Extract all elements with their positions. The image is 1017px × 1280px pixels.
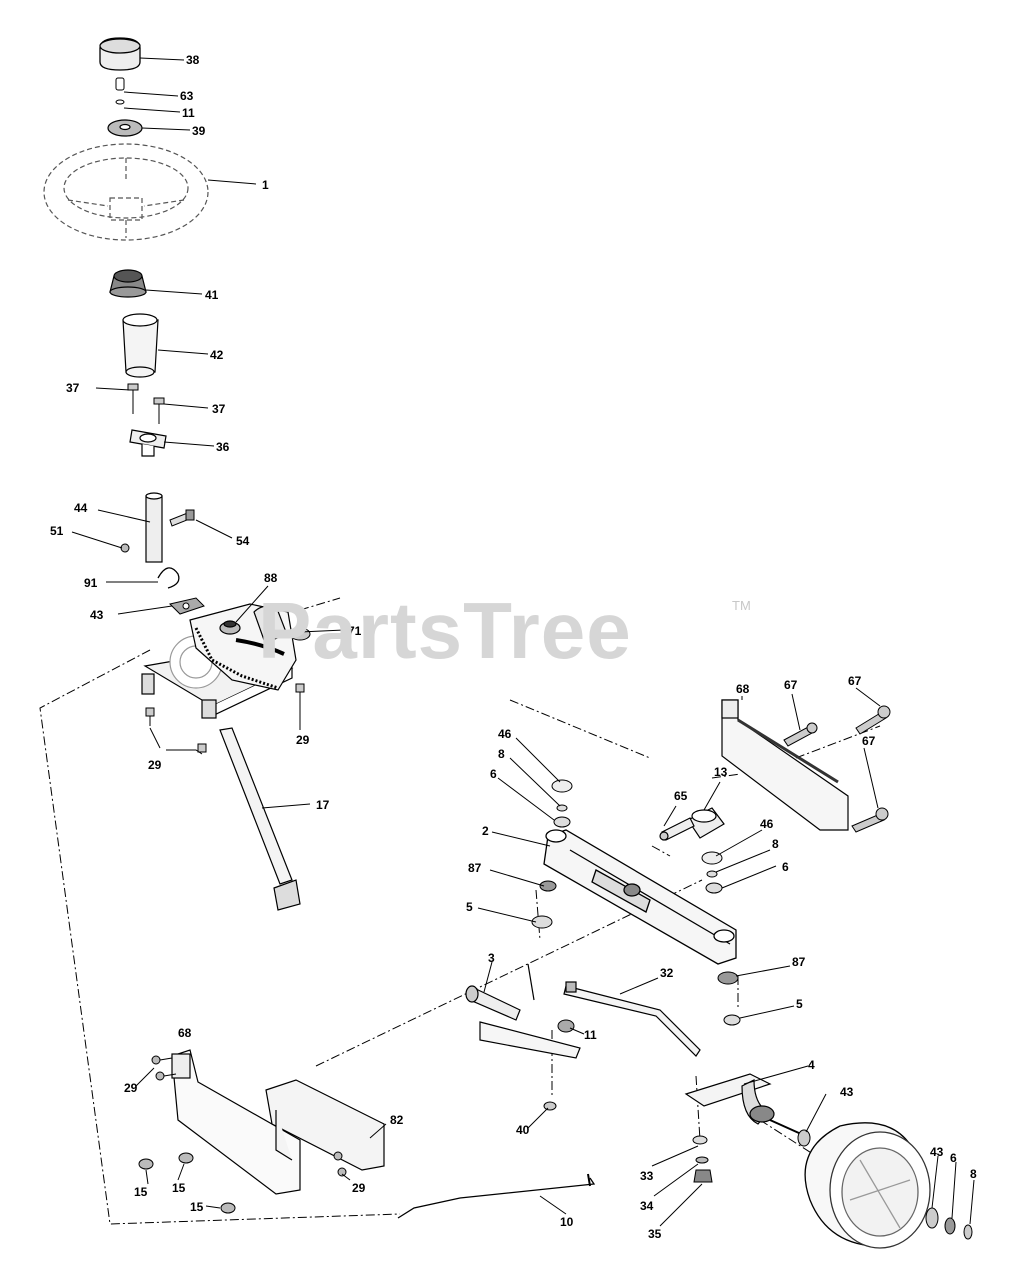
callout-67[interactable]: 67 [848,674,862,688]
spindle-4-hardware[interactable] [692,1135,713,1183]
front-axle-2[interactable] [543,829,737,965]
callout-6[interactable]: 6 [490,767,497,781]
steering-hub-bushing[interactable] [109,269,147,298]
bolts-67[interactable] [783,705,891,833]
callout-40[interactable]: 40 [516,1123,530,1137]
callout-43[interactable]: 43 [930,1145,944,1159]
callout-65[interactable]: 65 [674,789,688,803]
callout-6[interactable]: 6 [782,860,789,874]
washer-43-upper[interactable] [169,597,205,615]
callout-29[interactable]: 29 [124,1081,138,1095]
callout-46[interactable]: 46 [760,817,774,831]
callout-38[interactable]: 38 [186,53,200,67]
spring-pin[interactable] [115,77,125,105]
bolt-40[interactable] [543,1101,557,1111]
callout-33[interactable]: 33 [640,1169,654,1183]
callout-10[interactable]: 10 [560,1215,574,1229]
callout-67[interactable]: 67 [784,678,798,692]
callout-4[interactable]: 4 [808,1058,815,1072]
steering-bracket-82[interactable] [265,1079,385,1171]
callout-11[interactable]: 11 [182,106,195,120]
callout-36[interactable]: 36 [216,440,230,454]
steering-column-sleeve[interactable] [122,313,159,378]
callout-29[interactable]: 29 [148,758,162,772]
callout-29[interactable]: 29 [352,1181,366,1195]
trademark-mark: TM [732,598,751,613]
callout-37[interactable]: 37 [66,381,80,395]
callout-5[interactable]: 5 [466,900,473,914]
callout-2[interactable]: 2 [482,824,489,838]
callout-42[interactable]: 42 [210,348,224,362]
callout-35[interactable]: 35 [648,1227,662,1241]
steering-adapter-washer[interactable] [107,119,143,137]
clip-91[interactable] [157,567,180,589]
axle-hardware[interactable] [531,779,741,1026]
leader-lines [71,57,975,1227]
callout-46[interactable]: 46 [498,727,512,741]
spacer-88[interactable] [219,620,241,635]
callout-91[interactable]: 91 [84,576,98,590]
wheel-hardware[interactable] [797,1129,973,1240]
bolt-54[interactable] [169,509,195,527]
spindle-4[interactable] [684,1073,811,1139]
pivot-bar-13[interactable] [687,807,725,839]
callout-68[interactable]: 68 [178,1026,192,1040]
callout-87[interactable]: 87 [468,861,482,875]
callout-17[interactable]: 17 [316,798,330,812]
callout-63[interactable]: 63 [180,89,194,103]
spindle-3[interactable] [465,963,581,1059]
callout-37[interactable]: 37 [212,402,226,416]
callout-29[interactable]: 29 [296,733,310,747]
callout-54[interactable]: 54 [236,534,250,548]
callout-44[interactable]: 44 [74,501,88,515]
steering-wheel[interactable] [43,143,209,241]
callout-11[interactable]: 11 [584,1028,597,1042]
callout-87[interactable]: 87 [792,955,806,969]
callout-6[interactable]: 6 [950,1151,957,1165]
callout-82[interactable]: 82 [390,1113,404,1127]
drag-link-10[interactable] [397,1173,596,1219]
front-tire[interactable] [804,1122,931,1249]
clip-11[interactable] [557,1019,575,1033]
lower-bracket-hardware[interactable] [138,1055,347,1214]
callout-8[interactable]: 8 [970,1167,977,1181]
callout-68[interactable]: 68 [736,682,750,696]
callout-3[interactable]: 3 [488,951,495,965]
nut-51[interactable] [120,543,130,553]
callout-8[interactable]: 8 [772,837,779,851]
steering-shaft-44[interactable] [145,492,163,563]
callout-88[interactable]: 88 [264,571,278,585]
callout-41[interactable]: 41 [205,288,219,302]
callout-43[interactable]: 43 [90,608,104,622]
callout-labels: 38 63 11 39 1 41 42 37 37 36 44 51 54 91… [50,53,977,1241]
callout-34[interactable]: 34 [640,1199,654,1213]
bushing-71[interactable] [289,627,311,641]
bolts-37[interactable] [127,383,165,424]
column-bracket-36[interactable] [129,429,167,457]
callout-13[interactable]: 13 [714,765,728,779]
sector-gear[interactable] [189,603,297,691]
callout-15[interactable]: 15 [134,1185,148,1199]
steering-cap[interactable] [99,37,141,71]
drag-link-17[interactable] [219,727,301,911]
callout-1[interactable]: 1 [262,178,269,192]
bolts-29-gear[interactable] [145,683,305,753]
callout-5[interactable]: 5 [796,997,803,1011]
callout-32[interactable]: 32 [660,966,674,980]
pin-65[interactable] [659,817,695,841]
callout-51[interactable]: 51 [50,524,64,538]
tie-rod-32[interactable] [563,981,701,1057]
steering-bracket-68-lower[interactable] [171,1049,301,1195]
callout-39[interactable]: 39 [192,124,206,138]
callout-15[interactable]: 15 [190,1200,204,1214]
callout-71[interactable]: 71 [348,624,362,638]
callout-8[interactable]: 8 [498,747,505,761]
axle-bracket-68-upper[interactable] [721,699,849,831]
callout-67[interactable]: 67 [862,734,876,748]
callout-15[interactable]: 15 [172,1181,186,1195]
callout-43[interactable]: 43 [840,1085,854,1099]
